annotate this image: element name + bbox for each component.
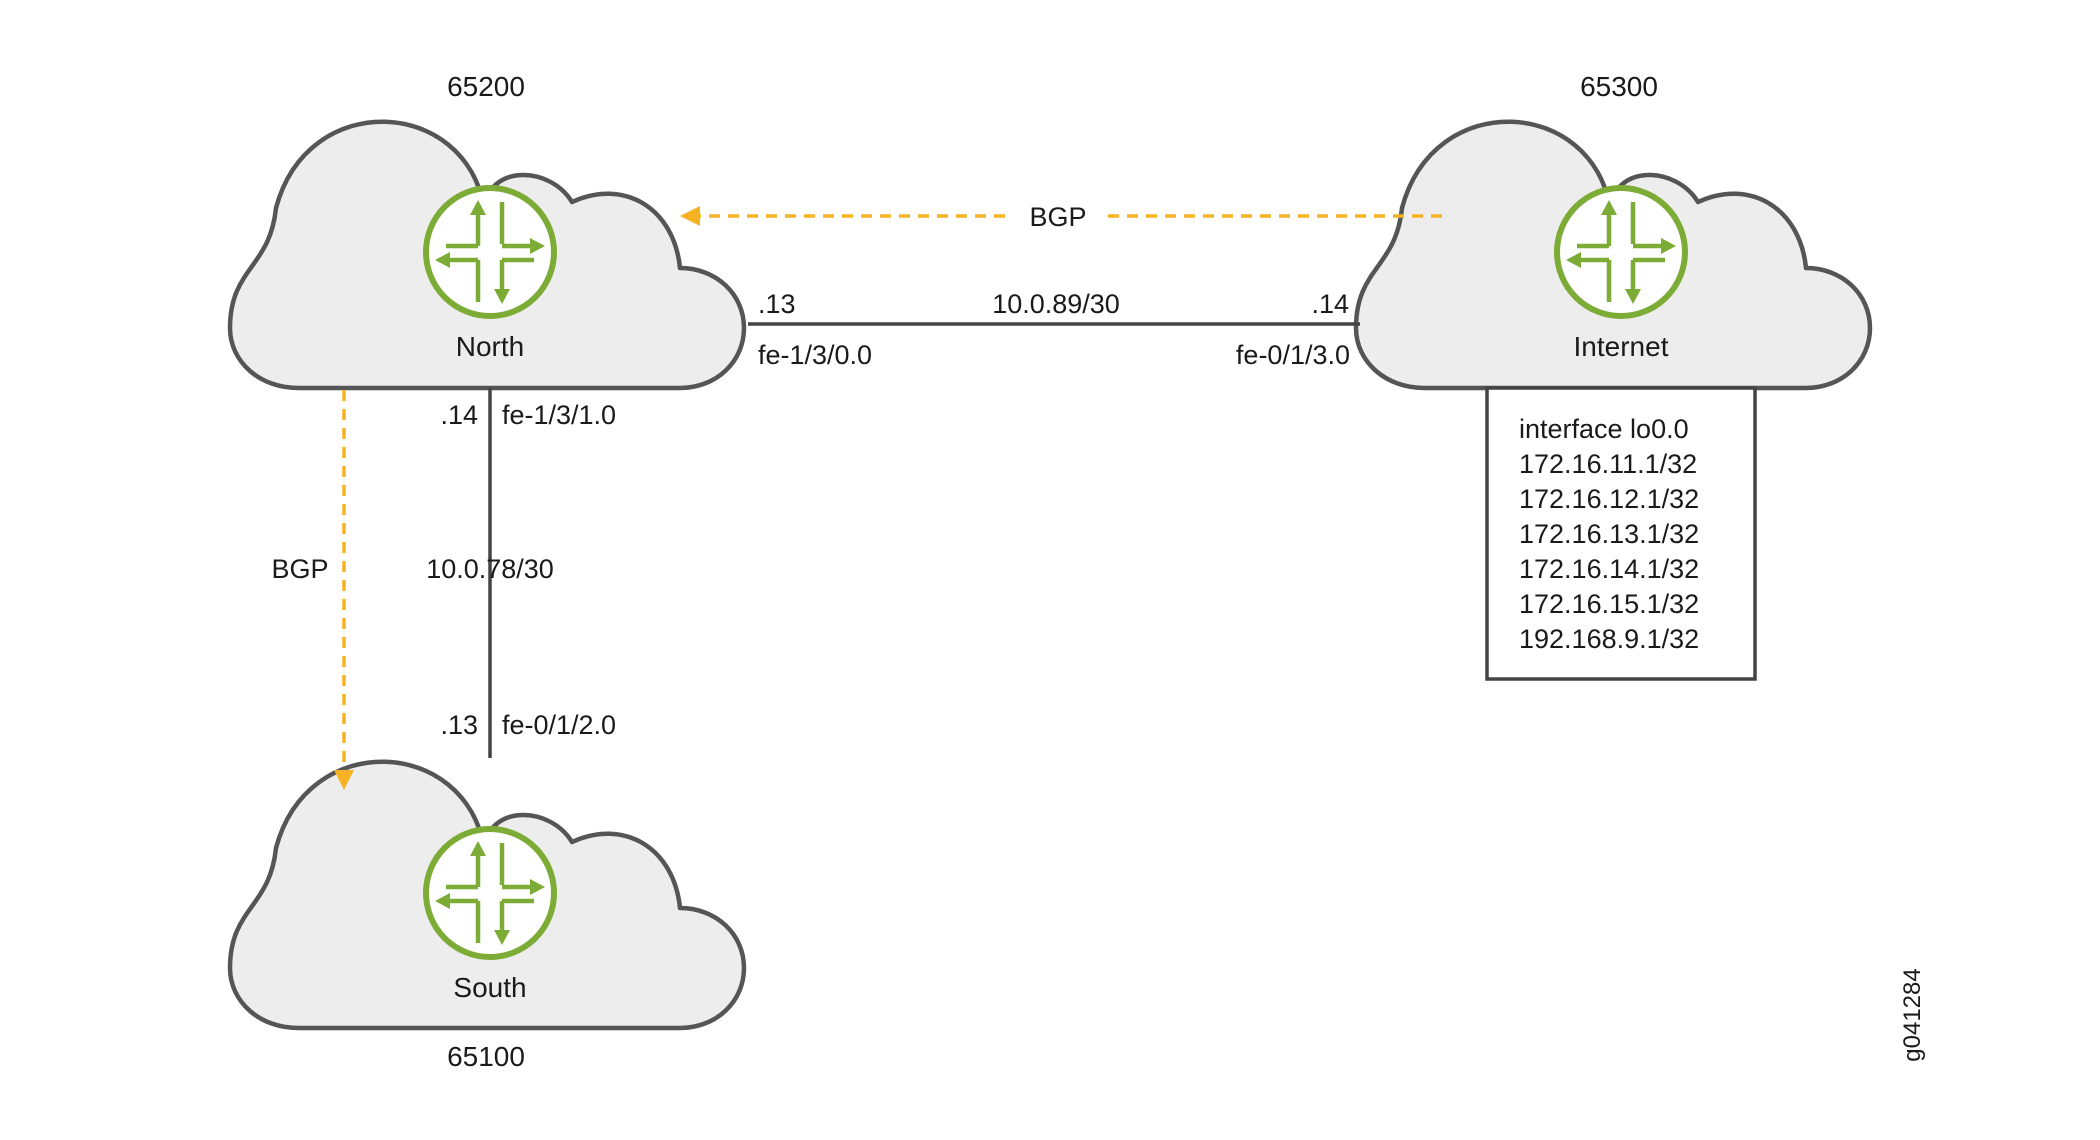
bgp-arrowhead-south <box>334 770 354 790</box>
node-name-internet: Internet <box>1574 331 1669 362</box>
bgp-label-internet-north: BGP <box>1029 202 1086 232</box>
as-number-north: 65200 <box>447 71 525 102</box>
loopback-line: 172.16.14.1/32 <box>1519 554 1699 584</box>
loopback-box <box>1485 386 1757 681</box>
loopback-line: interface lo0.0 <box>1519 414 1689 444</box>
subnet-north-south: 10.0.78/30 <box>426 554 554 584</box>
interface-north-internet-north: fe-1/3/0.0 <box>758 340 872 370</box>
node-name-north: North <box>456 331 524 362</box>
loopback-line: 172.16.13.1/32 <box>1519 519 1699 549</box>
router-icon <box>1557 188 1685 316</box>
as-number-south: 65100 <box>447 1041 525 1072</box>
subnet-north-internet: 10.0.89/30 <box>992 289 1120 319</box>
loopback-line: 172.16.12.1/32 <box>1519 484 1699 514</box>
bgp-label-backdrop <box>1010 196 1106 236</box>
loopback-line: 172.16.11.1/32 <box>1519 449 1697 479</box>
bgp-label-north-south: BGP <box>271 554 328 584</box>
bgp-arrowhead-north <box>680 206 700 226</box>
host-north-internet-north: .13 <box>758 289 796 319</box>
router-icon <box>426 188 554 316</box>
figure-id: g041284 <box>1899 968 1926 1061</box>
node-name-south: South <box>453 972 526 1003</box>
interface-north-internet-internet: fe-0/1/3.0 <box>1236 340 1350 370</box>
loopback-line: 172.16.15.1/32 <box>1519 589 1699 619</box>
loopback-line: 192.168.9.1/32 <box>1519 624 1699 654</box>
interface-north-south-south: fe-0/1/2.0 <box>502 710 616 740</box>
host-north-internet-internet: .14 <box>1311 289 1349 319</box>
as-number-internet: 65300 <box>1580 71 1658 102</box>
router-icon <box>426 829 554 957</box>
host-north-south-south: .13 <box>440 710 478 740</box>
interface-north-south-north: fe-1/3/1.0 <box>502 400 616 430</box>
host-north-south-north: .14 <box>440 400 478 430</box>
